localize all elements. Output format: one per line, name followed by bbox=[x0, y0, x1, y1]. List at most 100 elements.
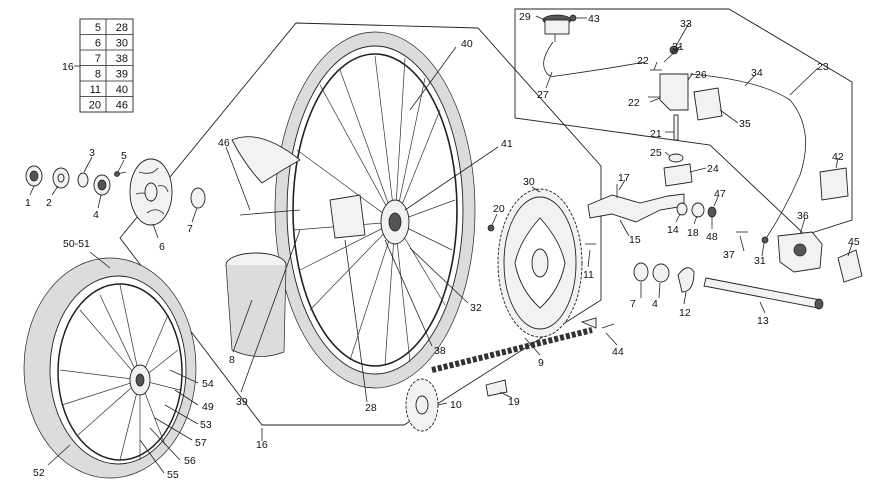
callout-13: 13 bbox=[757, 315, 769, 327]
bearing bbox=[633, 262, 649, 282]
table-side-label: 16 bbox=[62, 61, 74, 73]
brake-pads-box bbox=[819, 167, 849, 201]
callout-4b: 4 bbox=[652, 298, 658, 310]
callout-28: 28 bbox=[365, 402, 377, 414]
callout-6: 6 bbox=[159, 241, 165, 253]
pivot-parts bbox=[676, 202, 717, 218]
leader-lines bbox=[29, 15, 853, 474]
table-cell: 7 bbox=[95, 53, 101, 65]
callout-41: 41 bbox=[501, 138, 513, 150]
push-rod bbox=[673, 114, 679, 141]
callout-29: 29 bbox=[519, 11, 531, 23]
callout-47: 47 bbox=[714, 188, 726, 200]
table-cell: 6 bbox=[95, 38, 101, 50]
callout-50-51: 50-51 bbox=[63, 238, 90, 250]
callout-55: 55 bbox=[167, 469, 179, 481]
callout-37: 37 bbox=[723, 249, 735, 261]
table-cell: 38 bbox=[116, 53, 128, 65]
callout-25: 25 bbox=[650, 147, 662, 159]
callout-9: 9 bbox=[538, 357, 544, 369]
callout-22: 22 bbox=[637, 55, 649, 67]
callout-19: 19 bbox=[508, 396, 520, 408]
callout-57: 57 bbox=[195, 437, 207, 449]
callout-4: 4 bbox=[93, 209, 99, 221]
secondary-wheel bbox=[23, 257, 197, 479]
callout-56: 56 bbox=[184, 455, 196, 467]
brake-disc bbox=[129, 158, 173, 226]
chain-adjuster bbox=[677, 267, 695, 293]
callout-33: 33 bbox=[680, 18, 692, 30]
brake-group-outline bbox=[514, 8, 853, 236]
callout-10: 10 bbox=[450, 399, 462, 411]
callout-35: 35 bbox=[739, 118, 751, 130]
rear-sprocket bbox=[497, 188, 583, 338]
brake-pedal bbox=[587, 193, 685, 223]
reference-table: 5 28 6 30 7 38 8 39 11 40 20 46 16 bbox=[62, 18, 134, 113]
brake-hose bbox=[689, 73, 806, 241]
callout-23: 23 bbox=[817, 61, 829, 73]
reservoir-hose bbox=[543, 41, 646, 77]
callout-27: 27 bbox=[537, 89, 549, 101]
callout-52: 52 bbox=[33, 467, 45, 479]
callout-1: 1 bbox=[25, 197, 31, 209]
wheel-group-outline bbox=[119, 22, 602, 426]
chain-link bbox=[485, 379, 508, 397]
callout-22b: 22 bbox=[628, 97, 640, 109]
callout-7: 7 bbox=[187, 223, 193, 235]
hub-spacers bbox=[25, 165, 127, 196]
table-cell: 20 bbox=[89, 100, 101, 112]
callout-38: 38 bbox=[434, 345, 446, 357]
callout-26: 26 bbox=[695, 69, 707, 81]
callout-3: 3 bbox=[89, 147, 95, 159]
hose-guide bbox=[693, 87, 723, 121]
callout-2: 2 bbox=[46, 197, 52, 209]
callout-40: 40 bbox=[461, 38, 473, 50]
spacer bbox=[652, 263, 670, 283]
bolt bbox=[487, 224, 495, 232]
rear-axle bbox=[703, 277, 824, 310]
callout-48: 48 bbox=[706, 231, 718, 243]
table-cell: 8 bbox=[95, 69, 101, 81]
callout-8: 8 bbox=[229, 354, 235, 366]
chain-clip bbox=[580, 317, 597, 329]
callout-34: 34 bbox=[751, 67, 763, 79]
bearing bbox=[190, 187, 206, 209]
callout-15: 15 bbox=[629, 234, 641, 246]
callout-32: 32 bbox=[470, 302, 482, 314]
callout-21: 21 bbox=[650, 128, 662, 140]
table-cell: 40 bbox=[116, 84, 128, 96]
callout-5: 5 bbox=[121, 150, 127, 162]
nut bbox=[668, 153, 684, 163]
table-cell: 28 bbox=[116, 22, 128, 34]
callout-20: 20 bbox=[493, 203, 505, 215]
rim-tape bbox=[225, 252, 287, 357]
callout-12: 12 bbox=[679, 307, 691, 319]
callout-36: 36 bbox=[797, 210, 809, 222]
callout-54: 54 bbox=[202, 378, 214, 390]
callout-49: 49 bbox=[202, 401, 214, 413]
table-cell: 39 bbox=[116, 69, 128, 81]
table-cell: 46 bbox=[116, 100, 128, 112]
brake-caliper bbox=[777, 231, 823, 273]
callout-30: 30 bbox=[523, 176, 535, 188]
callout-7b: 7 bbox=[630, 298, 636, 310]
brake-pad bbox=[837, 249, 863, 283]
callout-18: 18 bbox=[687, 227, 699, 239]
callout-16: 16 bbox=[256, 439, 268, 451]
callout-53: 53 bbox=[200, 419, 212, 431]
callout-46: 46 bbox=[218, 137, 230, 149]
table-cell: 30 bbox=[116, 38, 128, 50]
callout-45: 45 bbox=[848, 236, 860, 248]
callout-31b: 31 bbox=[754, 255, 766, 267]
bracket bbox=[663, 163, 693, 187]
callout-11: 11 bbox=[583, 269, 594, 281]
drive-chain bbox=[431, 327, 593, 373]
callout-44: 44 bbox=[612, 346, 624, 358]
brake-reservoir bbox=[542, 14, 577, 42]
callout-17: 17 bbox=[618, 172, 630, 184]
tube bbox=[231, 136, 301, 216]
front-sprocket bbox=[405, 378, 439, 432]
callout-14: 14 bbox=[667, 224, 679, 236]
table-cell: 11 bbox=[90, 84, 101, 96]
